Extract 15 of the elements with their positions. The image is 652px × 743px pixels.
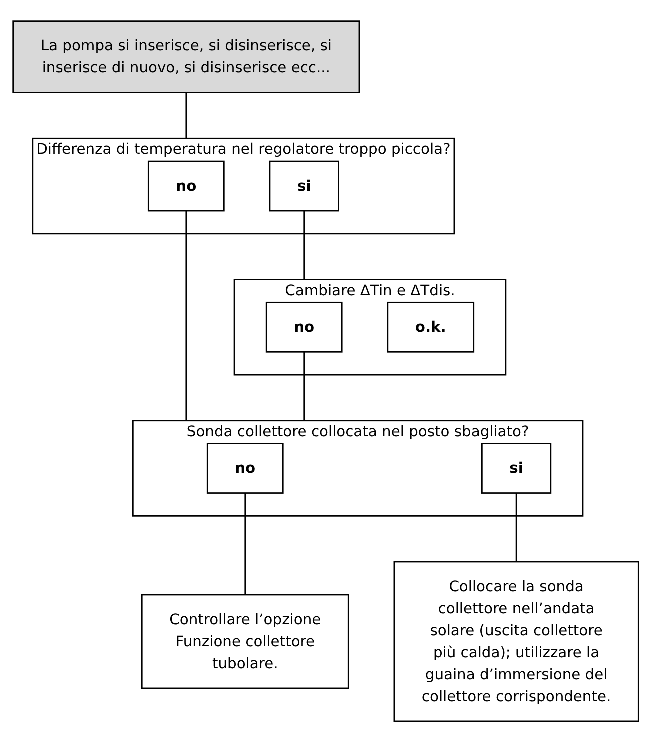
connector [244, 493, 246, 596]
node-box: no [266, 302, 343, 353]
node-box: o.k. [387, 302, 475, 353]
connector [516, 493, 518, 562]
node-box: no [148, 160, 225, 212]
node-box: si [481, 443, 552, 494]
node-box: si [269, 160, 340, 212]
connector [186, 211, 188, 421]
node-box: La pompa si inserisce, si disinserisce, si inserisce di nuovo, si disinserisce ecc... [12, 20, 360, 94]
connector [304, 211, 306, 280]
connector [186, 92, 188, 139]
node-box: no [206, 443, 284, 494]
connector [304, 352, 306, 421]
node-box: Controllare l’opzione Funzione collettore tubolare. [141, 594, 350, 690]
node-box: Collocare la sonda collettore nell’andata solare (uscita collettore più calda); utilizzare la guaina d’immersione del collettore corrispondente. [394, 561, 640, 722]
